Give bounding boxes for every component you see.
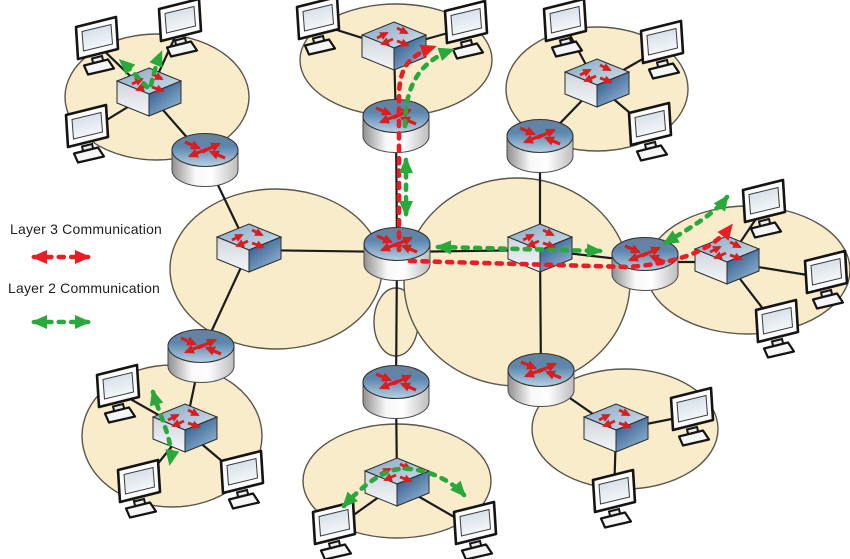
legend-label-layer3: Layer 3 Communication bbox=[10, 221, 163, 237]
router-bottom-left bbox=[168, 330, 234, 383]
flow-l2-bottom-left-lan bbox=[149, 389, 180, 466]
pc-bottom-center-1 bbox=[311, 500, 357, 559]
legend-label-layer2: Layer 2 Communication bbox=[8, 280, 161, 296]
router-top-center bbox=[363, 100, 429, 153]
pc-top-left-3 bbox=[64, 103, 110, 164]
pc-bottom-left-3 bbox=[219, 449, 265, 510]
pc-bottom-right-2 bbox=[591, 468, 637, 529]
pc-top-right-3 bbox=[627, 101, 673, 162]
backbone-right bbox=[403, 177, 631, 387]
flow-l2-top-left-lan-a bbox=[118, 58, 150, 90]
flow-l2-right-router-to-pc bbox=[662, 194, 730, 246]
pc-bottom-left-2 bbox=[116, 458, 162, 519]
pc-right-3 bbox=[754, 298, 800, 359]
flow-l2-bottom-center-lan bbox=[341, 466, 467, 509]
router-bottom-center bbox=[363, 366, 429, 419]
pc-bottom-center-2 bbox=[452, 500, 498, 559]
flow-l2-top-router-to-pc bbox=[402, 47, 455, 129]
router-bottom-right bbox=[508, 354, 574, 407]
communication-flows bbox=[31, 44, 734, 509]
router-top-left bbox=[172, 134, 238, 187]
router-top-right bbox=[507, 120, 573, 173]
flow-l2-top-left-lan-b bbox=[148, 50, 164, 88]
backbone-left bbox=[169, 188, 383, 350]
flow-l3-core-to-top-pc bbox=[396, 44, 437, 253]
flow-l2-core-to-right-router bbox=[435, 240, 603, 258]
